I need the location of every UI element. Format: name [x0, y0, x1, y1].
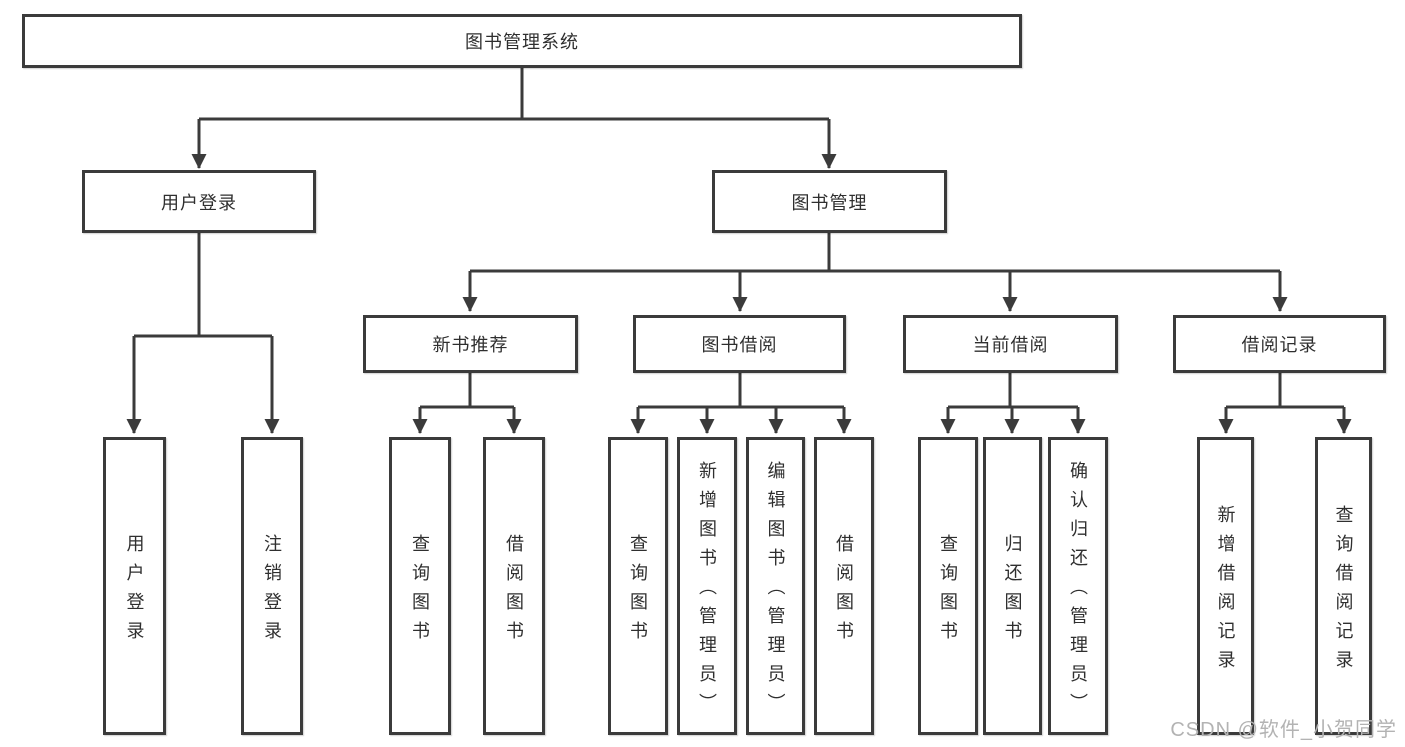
leaf-borrowing-edit-books-admin: 编辑图书（管理员） [746, 437, 805, 735]
leaf-records-query-record-label: 查询借阅记录 [1333, 504, 1354, 679]
csdn-watermark: CSDN @软件_小贺同学 [1170, 719, 1397, 741]
leaf-current-return-books: 归还图书 [983, 437, 1042, 735]
leaf-borrowing-add-books-admin-label: 新增图书（管理员） [697, 461, 717, 722]
leaf-borrowing-borrow-books: 借阅图书 [814, 437, 874, 735]
leaf-current-return-books-label: 归还图书 [1002, 533, 1023, 650]
leaf-borrowing-add-books-admin: 新增图书（管理员） [677, 437, 737, 735]
node-new-book-recommendation-label: 新书推荐 [432, 335, 509, 355]
leaf-current-query-books: 查询图书 [918, 437, 978, 735]
node-new-book-recommendation: 新书推荐 [363, 315, 578, 373]
leaf-current-query-books-label: 查询图书 [938, 533, 958, 650]
leaf-records-add-record-label: 新增借阅记录 [1215, 504, 1236, 679]
leaf-newbook-borrow-books: 借阅图书 [483, 437, 545, 735]
leaf-current-confirm-return-admin: 确认归还（管理员） [1048, 437, 1108, 735]
leaf-records-add-record: 新增借阅记录 [1197, 437, 1254, 735]
node-current-borrowing-label: 当前借阅 [972, 335, 1049, 355]
node-book-management: 图书管理 [712, 170, 947, 233]
leaf-logout-label: 注销登录 [262, 533, 282, 650]
leaf-borrowing-borrow-books-label: 借阅图书 [834, 533, 854, 650]
leaf-borrowing-query-books-label: 查询图书 [628, 533, 648, 650]
node-borrowing-records: 借阅记录 [1173, 315, 1386, 373]
leaf-user-login: 用户登录 [103, 437, 166, 735]
leaf-logout: 注销登录 [241, 437, 303, 735]
leaf-user-login-label: 用户登录 [124, 533, 145, 650]
leaf-newbook-borrow-books-label: 借阅图书 [504, 533, 524, 650]
node-book-management-label: 图书管理 [791, 192, 868, 213]
leaf-newbook-query-books: 查询图书 [389, 437, 451, 735]
node-book-borrowing: 图书借阅 [633, 315, 846, 373]
node-root-label: 图书管理系统 [465, 32, 579, 52]
leaf-current-confirm-return-admin-label: 确认归还（管理员） [1068, 461, 1088, 722]
node-user-login-label: 用户登录 [161, 192, 237, 213]
node-root: 图书管理系统 [22, 14, 1022, 68]
leaf-borrowing-edit-books-admin-label: 编辑图书（管理员） [765, 461, 786, 722]
leaf-records-query-record: 查询借阅记录 [1315, 437, 1372, 735]
node-user-login: 用户登录 [82, 170, 316, 233]
node-current-borrowing: 当前借阅 [903, 315, 1118, 373]
node-borrowing-records-label: 借阅记录 [1241, 335, 1318, 355]
leaf-newbook-query-books-label: 查询图书 [410, 533, 430, 650]
leaf-borrowing-query-books: 查询图书 [608, 437, 668, 735]
node-book-borrowing-label: 图书借阅 [701, 335, 778, 355]
